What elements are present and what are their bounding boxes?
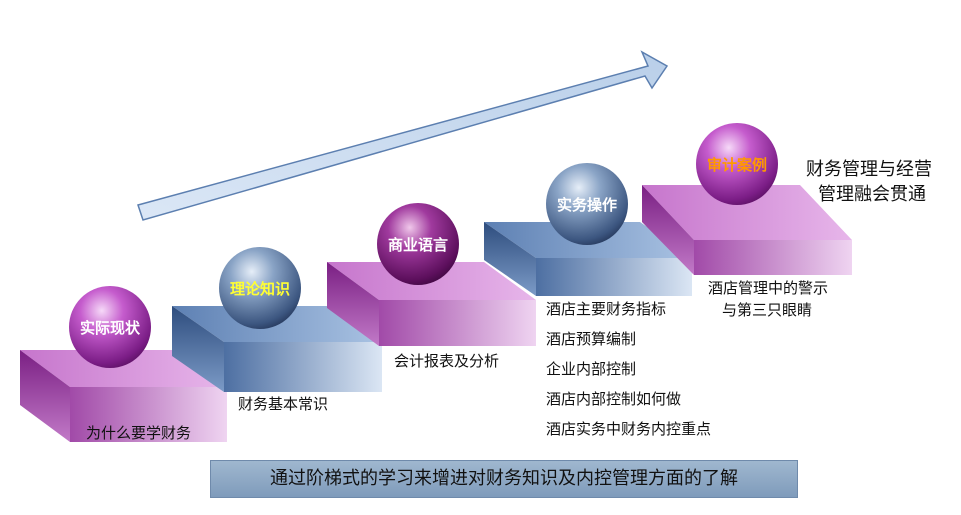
step-4-title: 实务操作 <box>556 196 617 214</box>
step-4-ball <box>546 163 628 245</box>
step-2-ball <box>219 247 301 329</box>
step-3-ball <box>377 203 459 285</box>
step-2-caption: 财务基本常识 <box>238 395 329 413</box>
top-right-line-2: 管理融会贯通 <box>818 184 926 205</box>
step-5-caption-line-1: 酒店管理中的警示 <box>708 279 829 297</box>
step-1-block <box>20 350 227 442</box>
step-3-caption: 会计报表及分析 <box>394 352 500 370</box>
step-4-item: 酒店主要财务指标 <box>546 300 667 318</box>
summary-banner-text: 通过阶梯式的学习来增进对财务知识及内控管理方面的了解 <box>270 468 738 489</box>
step-5-ball <box>696 123 778 205</box>
step-3-title: 商业语言 <box>387 236 448 254</box>
step-1-ball <box>69 286 151 368</box>
step-4-item: 酒店实务中财务内控重点 <box>546 420 712 438</box>
top-right-line-1: 财务管理与经营 <box>806 159 932 180</box>
step-4-items: 酒店主要财务指标 酒店预算编制 企业内部控制 酒店内部控制如何做 酒店实务中财务… <box>546 294 711 444</box>
step-5-title: 审计案例 <box>706 156 767 174</box>
step-2-title: 理论知识 <box>229 280 290 298</box>
step-3-block <box>327 262 536 346</box>
summary-banner: 通过阶梯式的学习来增进对财务知识及内控管理方面的了解 <box>210 460 798 498</box>
step-5-block <box>642 185 852 275</box>
step-4-item: 酒店内部控制如何做 <box>546 390 682 408</box>
step-4-item: 企业内部控制 <box>546 360 637 378</box>
step-1-caption: 为什么要学财务 <box>86 424 192 442</box>
step-4-item: 酒店预算编制 <box>546 330 637 348</box>
step-1-title: 实际现状 <box>79 319 140 337</box>
progress-arrow <box>137 50 669 221</box>
step-5-caption-line-2: 与第三只眼睛 <box>722 301 813 319</box>
